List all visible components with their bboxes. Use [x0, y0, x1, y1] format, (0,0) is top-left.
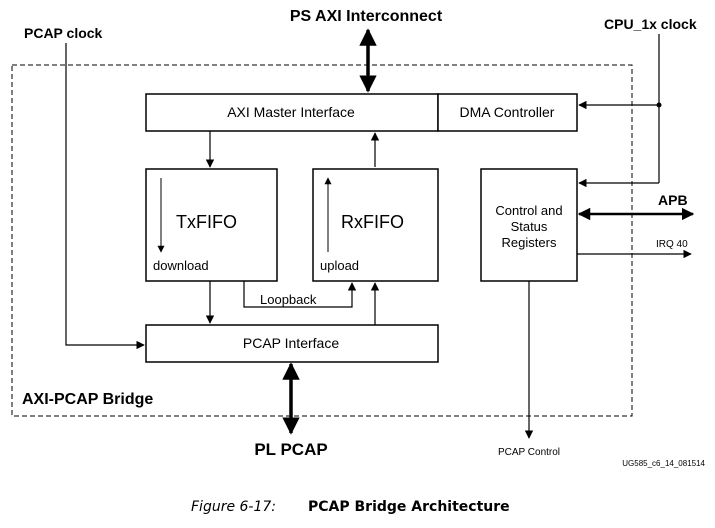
- caption-title: PCAP Bridge Architecture: [308, 499, 510, 515]
- rxfifo-label: RxFIFO: [341, 212, 404, 232]
- pcap-interface-box: [145, 324, 439, 363]
- dma-controller-box: [437, 93, 578, 132]
- txfifo-box: [145, 168, 278, 282]
- control-status-line1: Control and: [495, 203, 562, 218]
- figure-id: UG585_c6_14_081514: [622, 459, 705, 468]
- upload-label: upload: [320, 258, 359, 273]
- txfifo-label: TxFIFO: [176, 212, 237, 232]
- pl-pcap-label: PL PCAP: [254, 440, 327, 459]
- loopback-path: [243, 281, 357, 308]
- axi-master-interface-label: AXI Master Interface: [227, 104, 355, 120]
- pcap-interface-label: PCAP Interface: [243, 335, 339, 351]
- axi-master-interface-box: [145, 93, 439, 132]
- pcap-clock-line: [65, 43, 145, 350]
- rxfifo-box: [312, 168, 439, 282]
- loopback-label: Loopback: [260, 292, 317, 307]
- control-status-registers-box: [480, 168, 578, 282]
- pcap-clock-label: PCAP clock: [24, 25, 103, 41]
- dma-controller-label: DMA Controller: [460, 104, 555, 120]
- bridge-boundary: [11, 64, 633, 417]
- download-label: download: [153, 258, 209, 273]
- axi-pcap-bridge-label: AXI-PCAP Bridge: [22, 391, 153, 408]
- control-status-line3: Registers: [502, 235, 557, 250]
- caption-label: Figure 6-17:: [191, 499, 276, 515]
- ps-axi-interconnect-label: PS AXI Interconnect: [290, 8, 443, 25]
- cpu-clock-label: CPU_1x clock: [604, 16, 697, 32]
- apb-label: APB: [658, 192, 688, 208]
- pcap-control-label: PCAP Control: [498, 447, 560, 458]
- irq-label: IRQ 40: [656, 239, 688, 250]
- control-status-line2: Status: [511, 219, 548, 234]
